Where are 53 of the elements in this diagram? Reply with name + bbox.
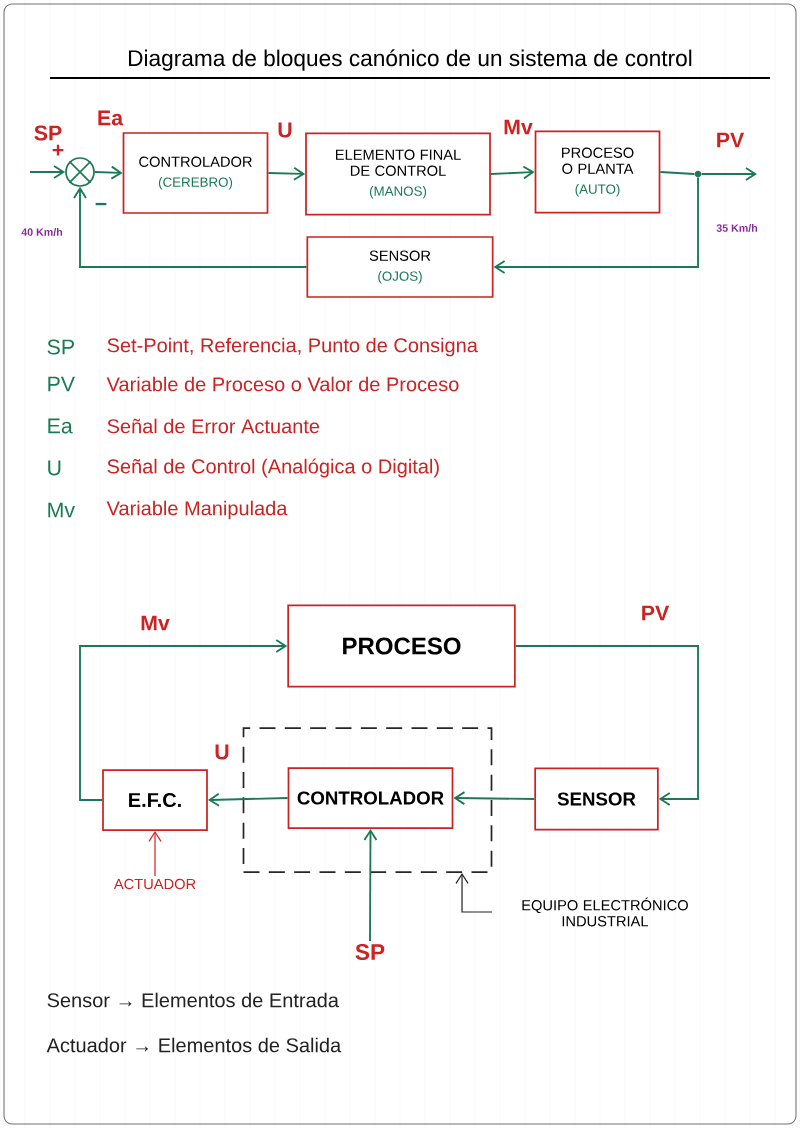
sign-label: − — [95, 202, 107, 206]
value-label: 35 Km/h — [716, 224, 758, 232]
arrow — [493, 176, 699, 274]
signal-label: SP — [34, 125, 62, 141]
annotation-text: EQUIPO ELECTRÓNICO INDUSTRIAL — [522, 897, 688, 927]
signal-label: PV — [642, 605, 670, 621]
abbreviation: SP — [47, 339, 74, 355]
signal-label: Mv — [504, 119, 533, 135]
abbreviation: Ea — [48, 418, 73, 434]
definition: Set-Point, Referencia, Punto de Consigna — [107, 337, 478, 357]
arrow — [79, 639, 288, 801]
annotation-text: ACTUADOR — [113, 878, 196, 890]
block-box: E.F.C. — [102, 769, 208, 831]
title: Diagrama de bloques canónico de un sistema de control — [129, 49, 692, 71]
signal-label: Ea — [98, 110, 124, 126]
leader-line — [148, 830, 162, 877]
signal-label: SP — [355, 944, 385, 961]
block-box: SENSOR — [534, 767, 659, 831]
arrow — [73, 186, 308, 268]
arrow — [514, 645, 699, 806]
note: Actuador → Elementos de Salida — [46, 1037, 342, 1053]
dashed-boundary — [242, 727, 493, 873]
block-box: PROCESO O PLANTA (AUTO) — [534, 130, 661, 214]
sign-label: + — [52, 144, 64, 156]
block-box: CONTROLADOR — [287, 767, 454, 829]
block-box: PROCESO — [287, 604, 516, 688]
line — [659, 171, 696, 175]
signal-label: U — [215, 744, 229, 760]
arrow — [93, 165, 123, 180]
arrow — [207, 792, 289, 807]
note: Sensor → Elementos de Entrada — [47, 992, 339, 1008]
abbreviation: U — [48, 460, 61, 476]
arrow — [489, 165, 535, 180]
definition: Variable Manipulada — [106, 500, 288, 520]
summing-junction — [65, 157, 95, 187]
abbreviation: PV — [48, 376, 75, 392]
leader-line — [455, 872, 493, 913]
signal-label: Mv — [141, 615, 170, 631]
value-label: 40 Km/h — [21, 228, 63, 236]
block-box: SENSOR (OJOS) — [306, 236, 494, 298]
definition: Variable de Proceso o Valor de Proceso — [106, 376, 459, 392]
block-box: ELEMENTO FINAL DE CONTROL (MANOS) — [305, 132, 491, 216]
definition: Señal de Error Actuante — [107, 418, 320, 434]
arrow — [363, 828, 378, 942]
arrow — [267, 166, 306, 181]
abbreviation: Mv — [48, 502, 75, 518]
signal-label: U — [278, 122, 292, 138]
arrow — [29, 165, 66, 179]
arrow — [700, 167, 757, 181]
definition: Señal de Control (Analógica o Digital) — [107, 458, 439, 478]
arrow — [453, 791, 536, 806]
signal-label: PV — [717, 132, 745, 148]
block-box: CONTROLADOR (CEREBRO) — [122, 132, 269, 214]
